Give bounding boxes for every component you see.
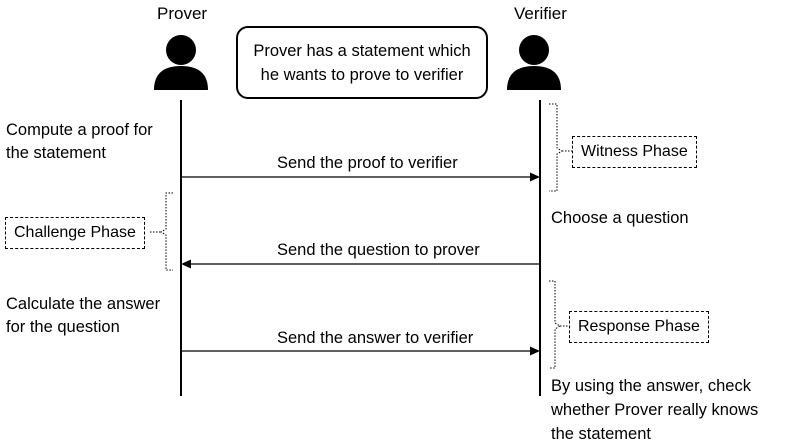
statement-note: Prover has a statement which he wants to… <box>236 26 488 99</box>
prover-person-icon <box>154 35 208 90</box>
calculate-answer-step-line-2: for the question <box>6 318 120 336</box>
compute-proof-step-line-2: the statement <box>6 144 106 162</box>
check-step-line-1: By using the answer, check <box>551 377 751 395</box>
challenge-phase-box: Challenge Phase <box>5 217 145 249</box>
challenge-phase-bracket <box>160 192 173 271</box>
send-proof-arrow <box>181 172 540 182</box>
response-phase-box: Response Phase <box>569 311 709 343</box>
statement-note-line-1: Prover has a statement which <box>253 42 471 60</box>
verifier-person-icon <box>507 35 561 90</box>
response-phase-bracket <box>549 280 561 369</box>
send-proof-label: Send the proof to verifier <box>277 154 458 172</box>
statement-note-line-2: he wants to prove to verifier <box>260 66 464 84</box>
check-step-line-3: the statement <box>551 425 651 443</box>
send-answer-arrow <box>181 346 540 356</box>
check-step-line-2: whether Prover really knows <box>551 401 759 419</box>
witness-phase-bracket <box>549 103 563 192</box>
compute-proof-step-line-1: Compute a proof for <box>6 121 153 139</box>
prover-label: Prover <box>157 4 208 23</box>
choose-question-step: Choose a question <box>551 209 689 227</box>
calculate-answer-step-line-1: Calculate the answer <box>6 295 161 313</box>
send-question-arrow <box>181 259 540 269</box>
send-answer-label: Send the answer to verifier <box>277 329 474 347</box>
verifier-label: Verifier <box>514 4 567 23</box>
send-question-label: Send the question to prover <box>277 241 480 259</box>
witness-phase-box: Witness Phase <box>572 136 697 168</box>
